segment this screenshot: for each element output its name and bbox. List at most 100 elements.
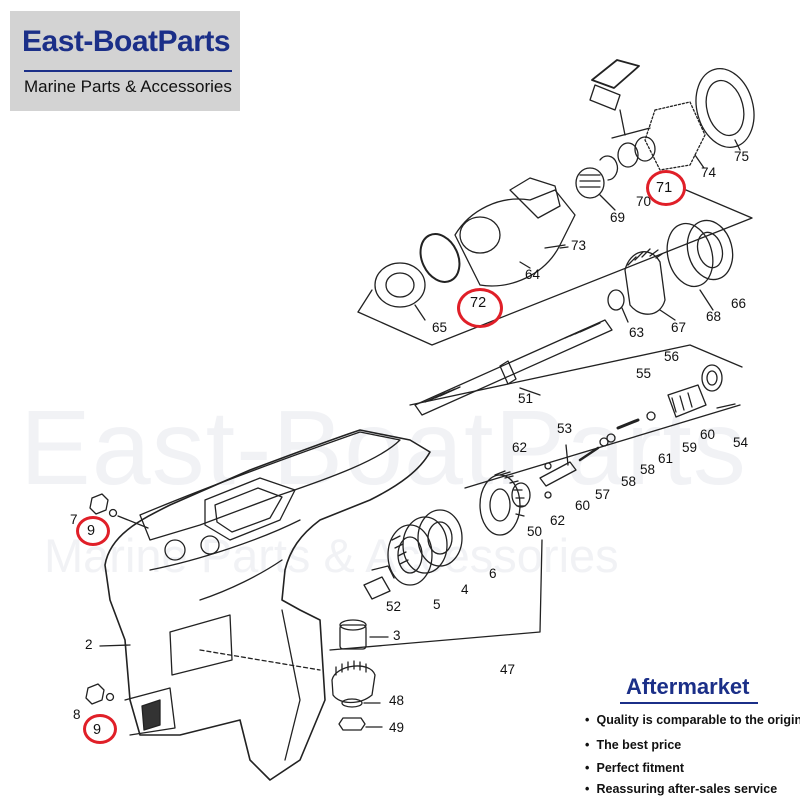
leader-2 [99, 644, 131, 647]
housing-fin-2 [199, 559, 283, 601]
cap-75 [695, 68, 755, 148]
gear-47-teeth [494, 470, 526, 517]
bullet-icon: • [585, 782, 590, 796]
highlight-ring-9-upper [76, 516, 110, 546]
gear-47-inner [489, 488, 511, 522]
gear-67 [624, 251, 666, 315]
callout-54: 54 [733, 435, 749, 450]
leader-67 [659, 309, 676, 321]
washer-50 [511, 482, 531, 508]
washer-9a [108, 508, 118, 518]
bearing-6 [417, 509, 463, 567]
highlight-ring-9-lower [83, 714, 117, 744]
frame-shift-assembly [464, 404, 741, 489]
shift-slider-53 [539, 461, 577, 487]
washer-48 [341, 698, 363, 708]
shim-68 [666, 222, 714, 288]
shaft-spline-front [424, 386, 461, 403]
bearing-5-inner [397, 536, 423, 574]
callout-73: 73 [571, 238, 587, 253]
callout-6: 6 [489, 566, 497, 581]
leader-7 [117, 515, 149, 529]
callout-4: 4 [461, 582, 469, 597]
seal-71a [617, 142, 639, 168]
callout-58-left: 58 [621, 474, 637, 489]
shaft-spline-rear [564, 322, 601, 339]
housing-skeg [281, 609, 301, 761]
watermark-tagline: Marine Parts & Accessories [44, 529, 619, 582]
callout-49: 49 [389, 720, 405, 735]
callout-75: 75 [734, 149, 750, 164]
leader-69 [599, 194, 616, 211]
callout-48: 48 [389, 693, 405, 708]
frame-upper-assembly-left [357, 289, 373, 313]
aftermarket-divider [620, 702, 758, 704]
pin-54 [716, 403, 736, 409]
leader-75 [734, 139, 741, 151]
ball-58b [599, 437, 609, 447]
feature-item: • Perfect fitment [585, 761, 684, 775]
aftermarket-heading: Aftermarket [626, 674, 750, 699]
pin-73 [544, 244, 566, 249]
bearing-65-outer [374, 262, 426, 308]
callout-50: 50 [527, 524, 543, 539]
spring-56b [706, 370, 718, 386]
callout-74: 74 [701, 165, 717, 180]
brand-divider [24, 70, 232, 72]
housing-water-inlet [124, 687, 176, 736]
housing-water-inlet-2 [141, 699, 161, 731]
oring-72 [419, 233, 461, 283]
callout-3: 3 [393, 628, 401, 643]
callout-52: 52 [386, 599, 402, 614]
callout-51: 51 [518, 391, 534, 406]
callout-58-right: 58 [640, 462, 656, 477]
needle-bearing-69 [575, 167, 605, 199]
housing-64-boss [509, 177, 561, 219]
race-4 [402, 516, 448, 574]
bracket-47 [329, 539, 543, 651]
housing-window [169, 614, 233, 676]
shaft-collar [499, 360, 517, 385]
leader-64 [519, 261, 531, 269]
bearing-5 [387, 524, 433, 586]
callout-56: 56 [664, 349, 680, 364]
feature-item: • The best price [585, 738, 681, 752]
pinion-teeth [335, 660, 367, 676]
brand-logo-box: East-BoatParts Marine Parts & Accessorie… [10, 11, 240, 111]
pinion-gear-3 [331, 665, 376, 704]
callout-62-top: 62 [512, 440, 528, 455]
callout-70: 70 [636, 194, 652, 209]
feature-text: The best price [596, 738, 682, 752]
seal-kit-tag [591, 59, 640, 89]
brand-name: East-BoatParts [22, 25, 231, 58]
dog-clutch-55-teeth [671, 392, 693, 413]
bullet-icon: • [585, 713, 590, 727]
seal-71b [634, 136, 656, 162]
callout-69: 69 [610, 210, 626, 225]
watermark-brand: East-BoatParts [20, 389, 747, 507]
callout-5: 5 [433, 597, 441, 612]
frame-upper-assembly [357, 189, 753, 346]
feature-text: Perfect fitment [596, 761, 685, 775]
housing-cavity [204, 477, 296, 541]
gasket-74 [644, 101, 706, 171]
bearing-5-rollers [391, 535, 409, 565]
callout-68: 68 [706, 309, 722, 324]
sleeve-52-b [371, 565, 395, 579]
cap-75-inner [705, 79, 745, 137]
leader-53 [565, 444, 569, 466]
housing-dash-1 [199, 649, 321, 671]
feature-text: Reassuring after-sales service [596, 782, 778, 796]
spring-56 [701, 364, 723, 392]
bolt-8 [85, 683, 105, 705]
leader-68 [699, 289, 714, 311]
callout-67: 67 [671, 320, 687, 335]
feature-item: • Quality is comparable to the original [585, 713, 800, 727]
callout-66: 66 [731, 296, 747, 311]
housing-deck [139, 431, 401, 541]
bearing-3-top [339, 619, 367, 631]
seal-kit-bar [611, 127, 651, 139]
bullet-icon: • [585, 761, 590, 775]
callout-53: 53 [557, 421, 573, 436]
